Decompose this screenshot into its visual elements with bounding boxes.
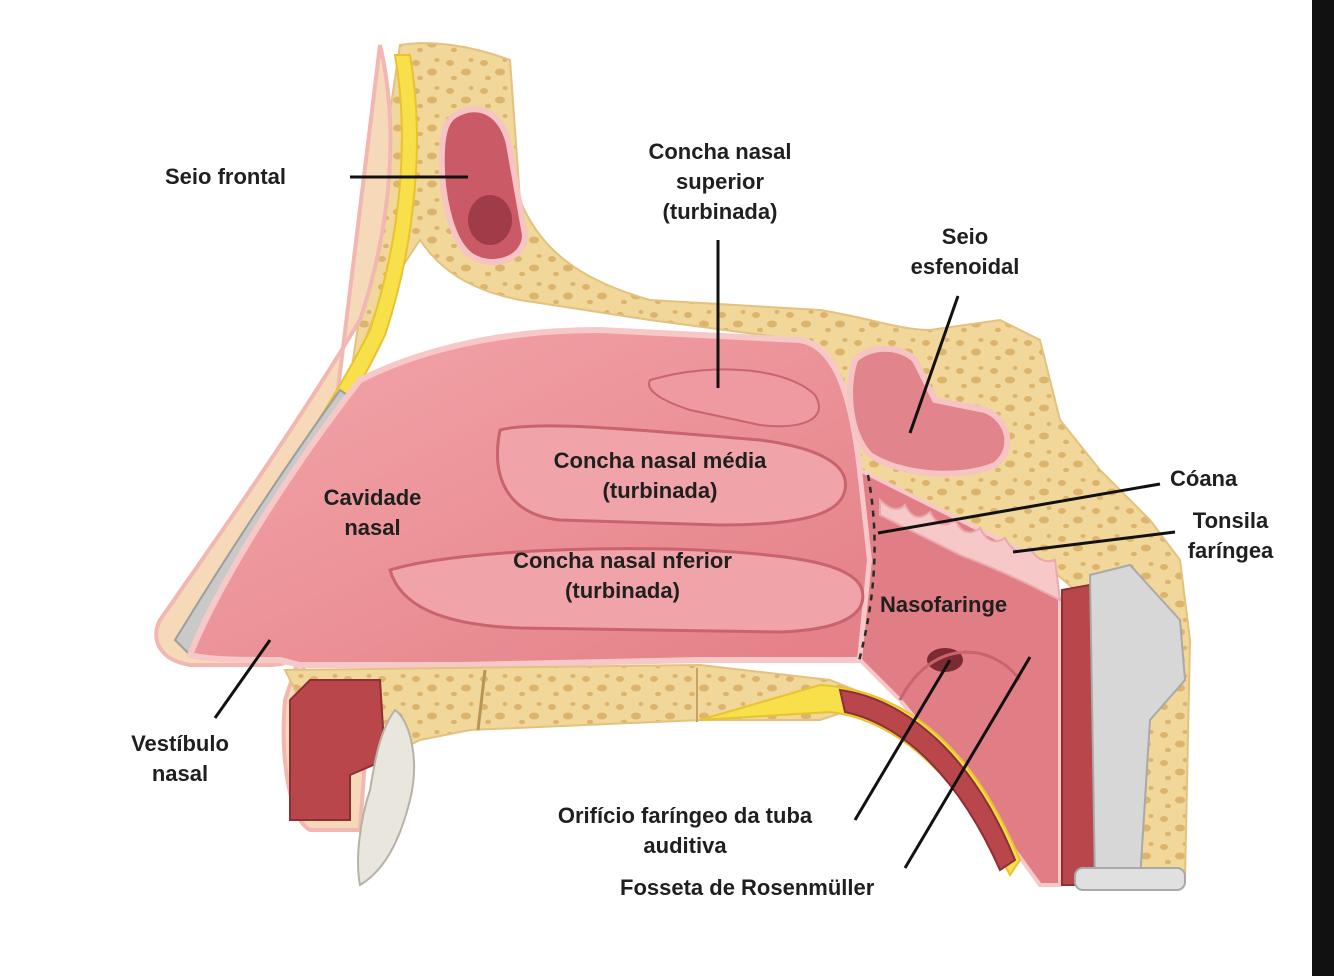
window-edge — [1312, 0, 1334, 976]
choana-boundary — [856, 474, 876, 666]
inferior-concha — [388, 547, 865, 634]
label-seio-esfenoidal: Seio esfenoidal — [910, 224, 1020, 279]
superior-concha — [648, 368, 820, 428]
leader-vestibulo — [213, 639, 272, 719]
leader-orificio — [853, 659, 952, 821]
leader-lines — [213, 175, 1176, 869]
label-tonsila-faringea: Tonsila faríngea — [1187, 508, 1274, 563]
incisor-tooth — [357, 708, 416, 887]
sphenoid-sinus — [847, 345, 1011, 477]
label-concha-nasal-media: Concha nasal média (turbinada) — [553, 448, 767, 503]
vertebra-disc — [1074, 867, 1186, 891]
leader-tonsila — [1012, 530, 1176, 554]
upper-lip-muscle — [289, 679, 387, 821]
label-fosseta-rosenmuller: Fosseta de Rosenmüller — [620, 875, 875, 900]
soft-palate-muscle — [838, 688, 1017, 872]
label-cavidade-nasal: Cavidade nasal — [323, 485, 422, 540]
leader-coana — [877, 482, 1161, 535]
label-orificio-faringeo: Orifício faríngeo da tuba auditiva — [557, 803, 813, 858]
label-nasofaringe: Nasofaringe — [880, 592, 1008, 617]
label-vestibulo-nasal: Vestíbulo nasal — [131, 731, 229, 786]
label-seio-frontal: Seio frontal — [165, 164, 287, 189]
label-concha-nasal-superior: Concha nasal superior (turbinada) — [648, 139, 792, 224]
label-concha-nasal-inferior: Concha nasal nferior (turbinada) — [513, 548, 732, 603]
leader-seio-esfenoidal — [908, 295, 960, 434]
middle-concha — [496, 424, 847, 527]
label-coana: Cóana — [1170, 466, 1238, 491]
leader-fosseta — [903, 656, 1032, 869]
